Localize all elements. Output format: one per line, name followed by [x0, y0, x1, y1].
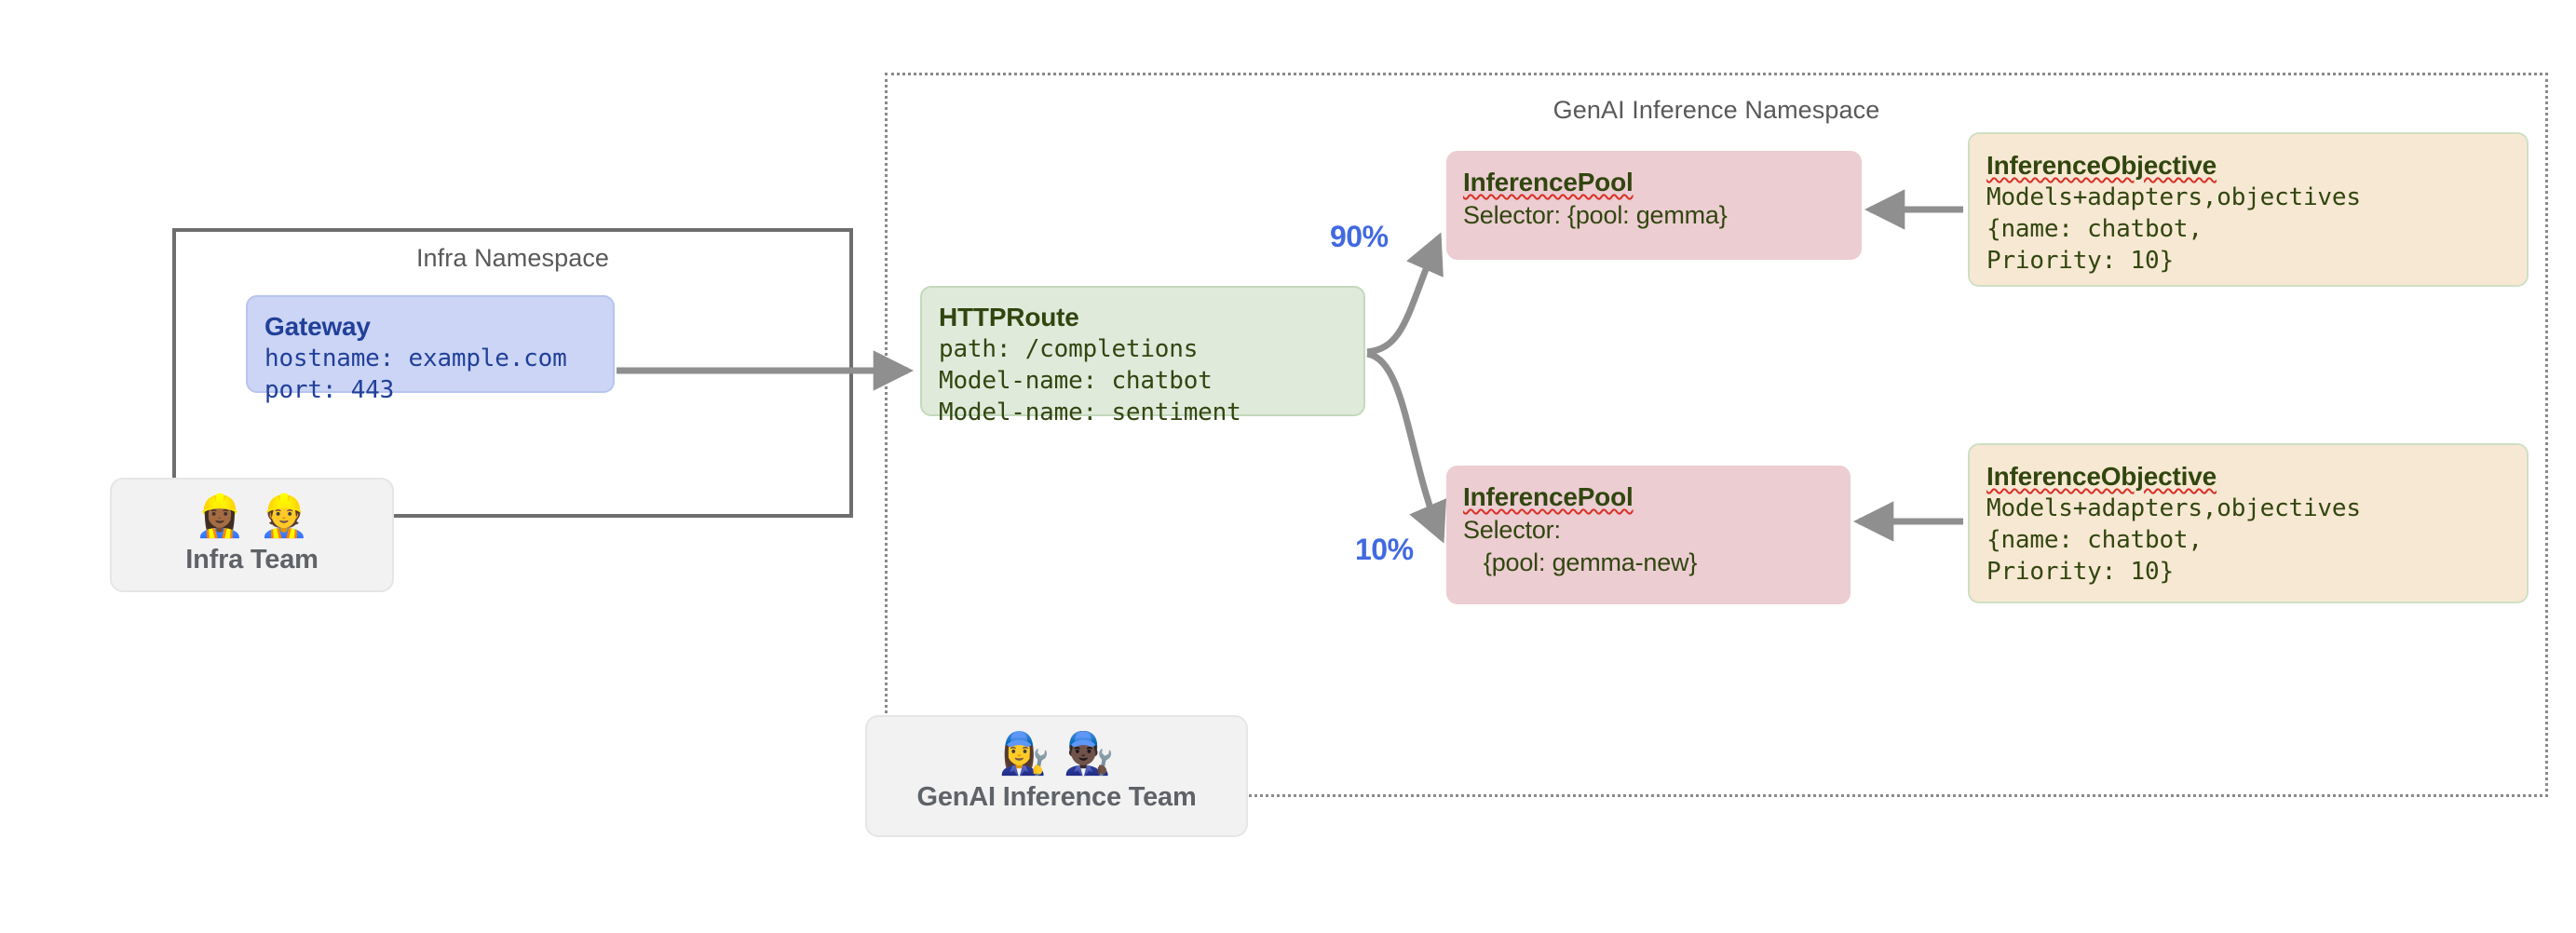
genai-namespace-title: GenAI Inference Namespace [1552, 96, 1880, 124]
httproute-path: path: /completions [939, 335, 1199, 364]
inferencepool-box-gemma[interactable]: InferencePool Selector: {pool: gemma} [1446, 151, 1862, 260]
gateway-port: port: 443 [264, 376, 395, 405]
inferenceobjective-box-1[interactable]: InferenceObjective Models+adapters,objec… [1968, 132, 2529, 287]
genai-team-label: GenAI Inference Team [916, 782, 1197, 813]
inferenceobjective-models: Models+adapters,objectives [1986, 183, 2361, 212]
httproute-model-name-sentiment: Model-name: sentiment [939, 398, 1241, 426]
inferenceobjective-title: InferenceObjective [1986, 462, 2217, 491]
genai-inference-team-card[interactable]: 👩‍🔧👨🏿‍🔧 GenAI Inference Team [865, 715, 1248, 837]
gateway-title: Gateway [264, 312, 371, 341]
infra-team-label: Infra Team [185, 545, 319, 575]
httproute-title: HTTPRoute [939, 303, 1079, 331]
inferenceobjective-title: InferenceObjective [1986, 151, 2217, 180]
gateway-box[interactable]: Gateway hostname: example.com port: 443 [246, 295, 615, 404]
inferencepool-title: InferencePool [1463, 482, 1634, 511]
inferencepool-selector-value: {pool: gemma-new} [1463, 548, 1698, 577]
inferencepool-title: InferencePool [1463, 168, 1634, 196]
inferencepool-selector: Selector: {pool: gemma} [1463, 201, 1728, 230]
traffic-weight-primary: 90% [1330, 220, 1389, 253]
gateway-hostname: hostname: example.com [264, 345, 567, 373]
inferenceobjective-priority: Priority: 10} [1986, 557, 2174, 586]
inferencepool-box-gemma-new[interactable]: InferencePool Selector: {pool: gemma-new… [1446, 466, 1851, 604]
httproute-box[interactable]: HTTPRoute path: /completions Model-name:… [920, 286, 1365, 426]
inferenceobjective-priority: Priority: 10} [1986, 246, 2174, 275]
inferenceobjective-models: Models+adapters,objectives [1986, 494, 2361, 523]
construction-workers-icon: 👷🏾‍♀️👷 [194, 494, 323, 539]
httproute-model-name-chatbot: Model-name: chatbot [939, 367, 1213, 396]
inferenceobjective-name: {name: chatbot, [1986, 215, 2203, 244]
infra-namespace-title: Infra Namespace [415, 244, 610, 272]
infra-team-card[interactable]: 👷🏾‍♀️👷 Infra Team [110, 478, 394, 592]
traffic-weight-canary: 10% [1355, 533, 1414, 566]
genai-namespace-container [885, 73, 2548, 797]
inferenceobjective-box-2[interactable]: InferenceObjective Models+adapters,objec… [1968, 443, 2529, 603]
mechanics-icon: 👩‍🔧👨🏿‍🔧 [998, 731, 1128, 777]
inferencepool-selector: Selector: [1463, 516, 1561, 545]
inferenceobjective-name: {name: chatbot, [1986, 526, 2203, 555]
